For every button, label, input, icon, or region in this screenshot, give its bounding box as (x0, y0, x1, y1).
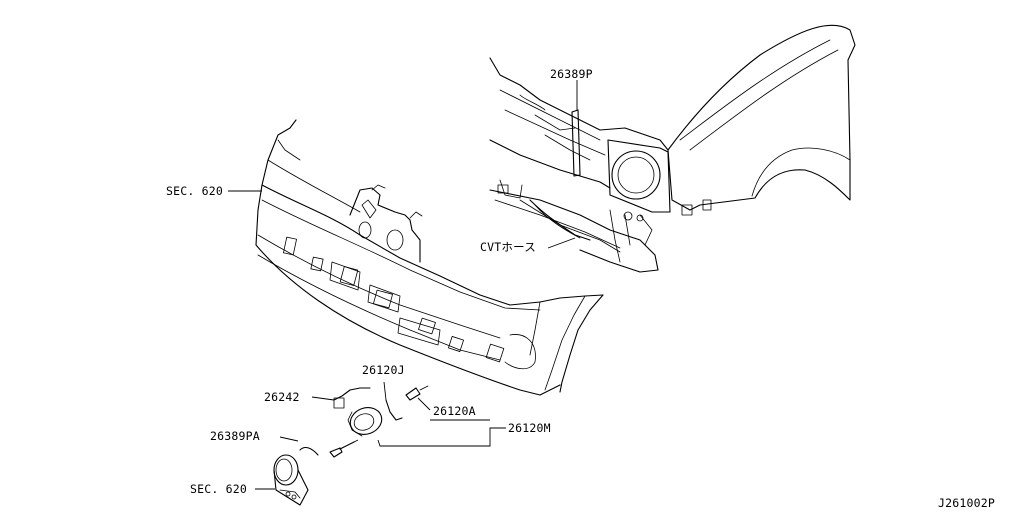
horn-assembly-26120M (329, 381, 506, 458)
front-fender-structure (489, 24, 856, 273)
label-sec620-top: SEC. 620 (166, 184, 223, 198)
cvt-hose (529, 199, 591, 249)
diagram-id: J261002P (938, 496, 995, 510)
fog-lamp-sec620 (255, 454, 309, 506)
label-cvt-hose: CVTホース (480, 240, 536, 254)
insulator-26389PA (279, 436, 319, 456)
label-26389PA: 26389PA (210, 429, 260, 443)
label-26242: 26242 (264, 390, 300, 404)
front-bumper-fascia (255, 119, 604, 396)
label-sec620-bottom: SEC. 620 (190, 482, 247, 496)
label-26120A: 26120A (433, 404, 476, 418)
harness-26242 (311, 387, 371, 409)
label-26120J: 26120J (362, 363, 405, 377)
label-26389P: 26389P (550, 67, 593, 81)
insulator-strip-26389P (571, 80, 581, 177)
label-26120M: 26120M (508, 421, 551, 435)
